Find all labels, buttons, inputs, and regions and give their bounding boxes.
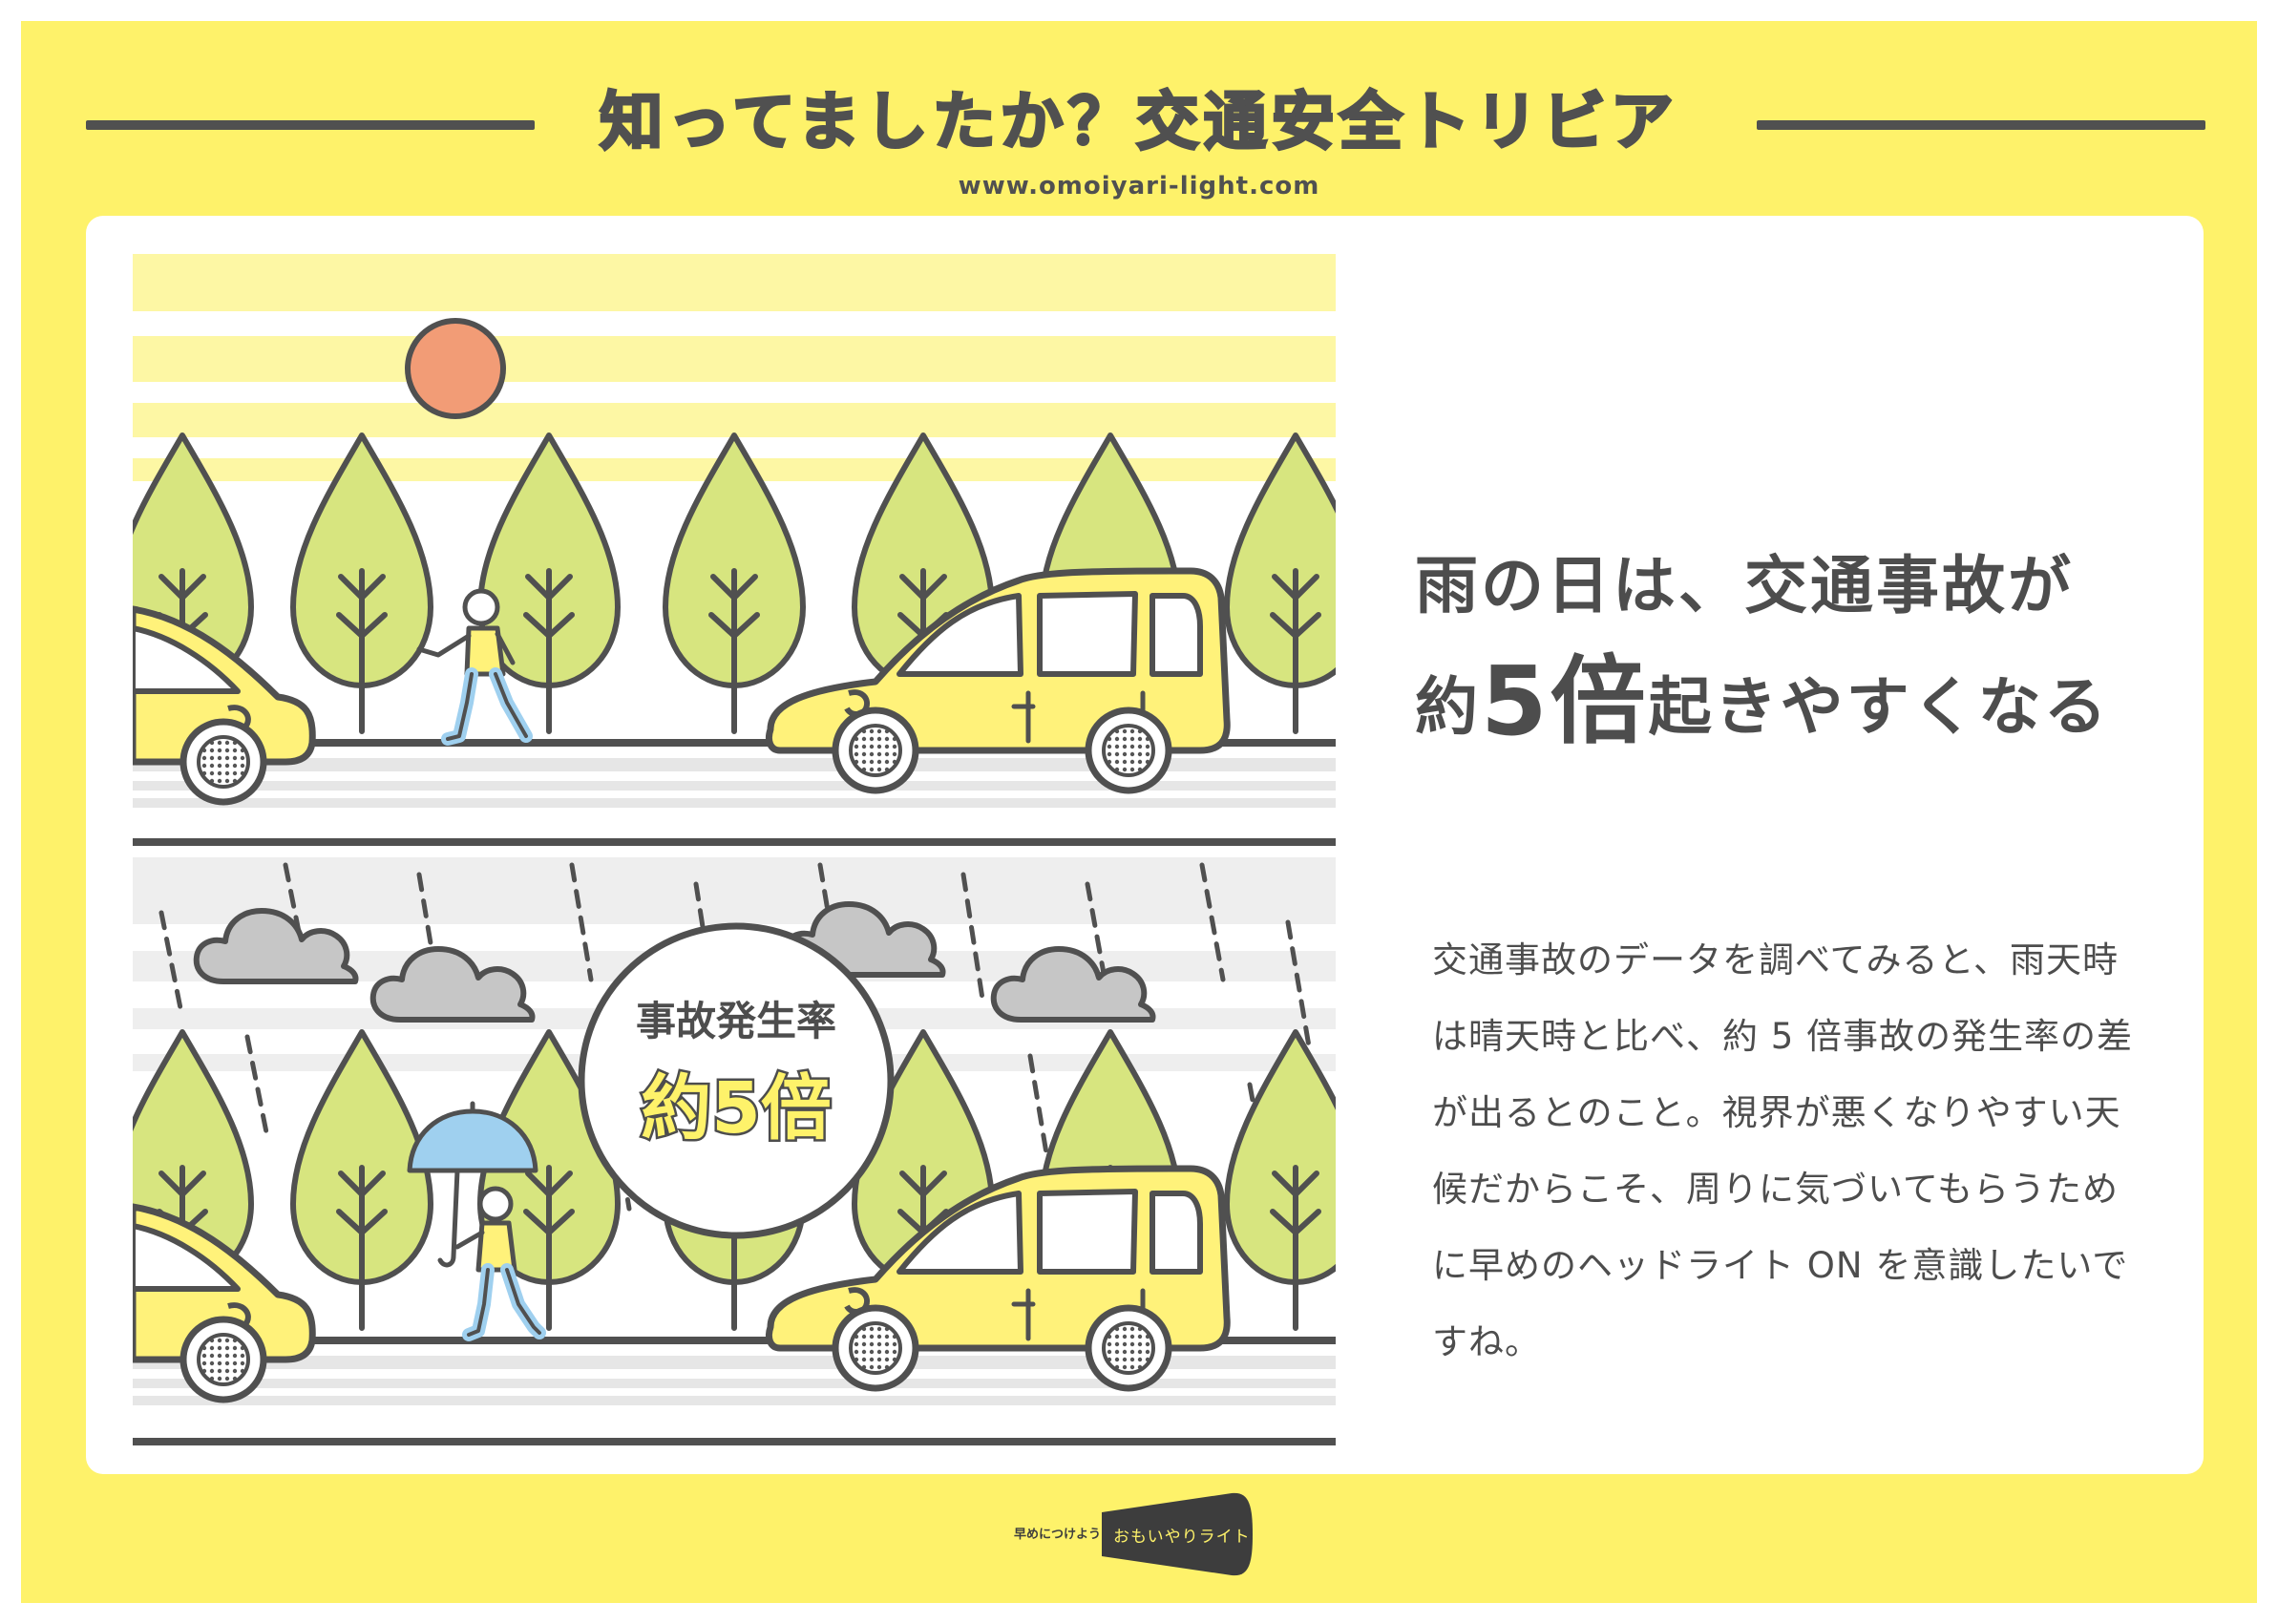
footer-slogan: 早めにつけよう xyxy=(1014,1528,1102,1542)
page-title: 知ってましたか？交通安全トリビア xyxy=(599,84,1678,160)
headline-line1: 雨の日は、交通事故が xyxy=(1415,549,2074,622)
body-paragraph: 交通事故のデータを調べてみると、雨天時 は晴天時と比べ、約 5 倍事故の発生率の… xyxy=(1432,922,2158,1381)
pedestrian-with-umbrella-icon xyxy=(407,1101,546,1341)
footer-brand: おもいやりライト xyxy=(1113,1528,1251,1547)
body-line: が出るとのこと。視界が悪くなりやすい天 xyxy=(1432,1092,2121,1133)
body-line: 交通事故のデータを調べてみると、雨天時 xyxy=(1432,939,2120,981)
sun-icon xyxy=(405,318,506,419)
title-rule-right xyxy=(1757,120,2205,130)
content-panel: 事故発生率 約5倍 雨の日は、交通事故が 約5倍起きやすくなる 交通事故のデータ… xyxy=(86,216,2204,1474)
accident-rate-badge: 事故発生率 約5倍 xyxy=(578,922,895,1239)
headlight-logo-icon xyxy=(1102,1492,1253,1576)
body-line: は晴天時と比べ、約 5 倍事故の発生率の差 xyxy=(1432,1016,2134,1057)
headline-prefix: 約 xyxy=(1415,669,1481,744)
title-rule-left xyxy=(86,120,535,130)
headline-suffix: 起きやすくなる xyxy=(1648,669,2110,744)
body-line: に早めのヘッドライト ON を意識したいで xyxy=(1432,1245,2129,1286)
headline: 雨の日は、交通事故が 約5倍起きやすくなる xyxy=(1415,540,2169,770)
pedestrian-icon xyxy=(416,588,533,746)
badge-label: 事故発生率 xyxy=(636,998,836,1044)
body-line: すね。 xyxy=(1432,1321,1541,1362)
headline-number: 5倍 xyxy=(1481,644,1649,757)
sunny-vs-rainy-illustration: 事故発生率 約5倍 xyxy=(133,254,1336,1457)
site-url: www.omoiyari-light.com xyxy=(958,172,1320,200)
headline-line2: 約5倍起きやすくなる xyxy=(1415,632,2169,770)
body-line: 候だからこそ、周りに気づいてもらうため xyxy=(1432,1169,2120,1210)
sunny-scene xyxy=(133,254,1336,851)
poster: 知ってましたか？交通安全トリビア www.omoiyari-light.com xyxy=(21,21,2257,1603)
footer-logo: 早めにつけよう おもいやりライト xyxy=(1014,1491,1300,1577)
badge-value: 約5倍 xyxy=(641,1067,832,1149)
